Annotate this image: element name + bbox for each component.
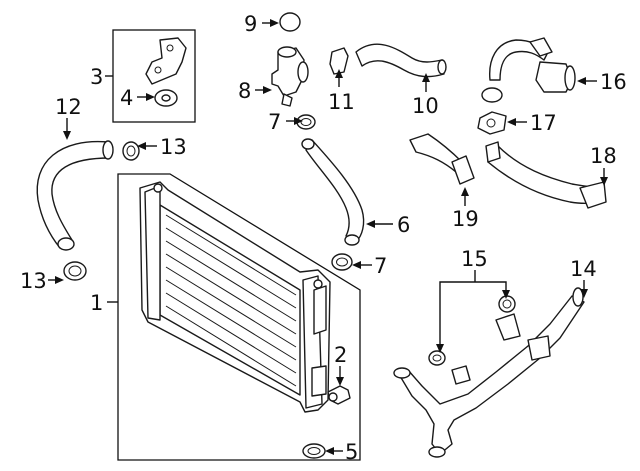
arrow-5 — [325, 447, 334, 455]
arrow-9 — [270, 19, 279, 27]
callout-12: 12 — [55, 95, 82, 119]
lower-radiator-hose — [36, 140, 114, 251]
leader-15 — [439, 281, 507, 346]
callout-8: 8 — [238, 79, 251, 103]
arrow-10 — [422, 73, 430, 82]
arrow-7a — [294, 117, 303, 125]
coolant-outlet-housing — [271, 46, 309, 107]
drain-seal — [302, 443, 326, 459]
arrow-4 — [146, 93, 155, 101]
callout-18: 18 — [590, 144, 617, 168]
heater-hose — [485, 141, 607, 209]
callout-17: 17 — [530, 111, 557, 135]
callout-9: 9 — [244, 12, 257, 36]
upper-radiator-hose — [355, 43, 447, 78]
callout-7a: 7 — [268, 110, 281, 134]
arrow-6 — [366, 220, 375, 228]
callout-6: 6 — [397, 213, 410, 237]
arrow-15b — [502, 290, 510, 299]
water-inlet-pipe — [393, 287, 585, 458]
insulator — [154, 89, 178, 107]
callout-5: 5 — [345, 440, 358, 464]
drain-plug — [327, 385, 351, 405]
arrow-17 — [507, 118, 516, 126]
callout-4: 4 — [120, 86, 133, 110]
callout-16: 16 — [600, 70, 627, 94]
callout-15: 15 — [461, 247, 488, 271]
bypass-hose — [409, 133, 475, 185]
hose-fitting — [329, 47, 349, 75]
hose-clamp-lower — [63, 261, 87, 281]
arrow-18 — [600, 177, 608, 186]
mount-bracket — [145, 37, 187, 85]
radiator-group-outline — [117, 173, 361, 461]
arrow-7b — [352, 261, 361, 269]
radiator — [139, 181, 331, 413]
arrow-13b — [55, 276, 64, 284]
arrow-12 — [63, 131, 71, 140]
callout-10: 10 — [412, 94, 439, 118]
arrow-11 — [335, 69, 343, 78]
arrow-19 — [461, 187, 469, 196]
callout-19: 19 — [452, 207, 479, 231]
callout-2: 2 — [334, 343, 347, 367]
callout-11: 11 — [328, 90, 355, 114]
o-ring-a — [428, 350, 446, 366]
hose-clamp-upper — [122, 141, 140, 161]
callout-14: 14 — [570, 257, 597, 281]
coolant-control-valve — [481, 37, 576, 103]
callout-3: 3 — [90, 65, 103, 89]
callout-13b: 13 — [20, 269, 47, 293]
arrow-14 — [580, 289, 588, 298]
arrow-2 — [336, 377, 344, 386]
o-ring-b — [498, 295, 516, 313]
callout-13a: 13 — [160, 135, 187, 159]
callout-1: 1 — [90, 291, 103, 315]
arrow-8 — [263, 86, 272, 94]
radiator-cap — [279, 12, 301, 32]
radiator-hose — [301, 138, 365, 246]
arrow-15a — [436, 344, 444, 353]
arrow-13a — [137, 142, 146, 150]
arrow-16 — [577, 77, 586, 85]
clamp-lower — [331, 253, 353, 271]
callout-7b: 7 — [374, 254, 387, 278]
valve-gasket — [477, 111, 507, 135]
